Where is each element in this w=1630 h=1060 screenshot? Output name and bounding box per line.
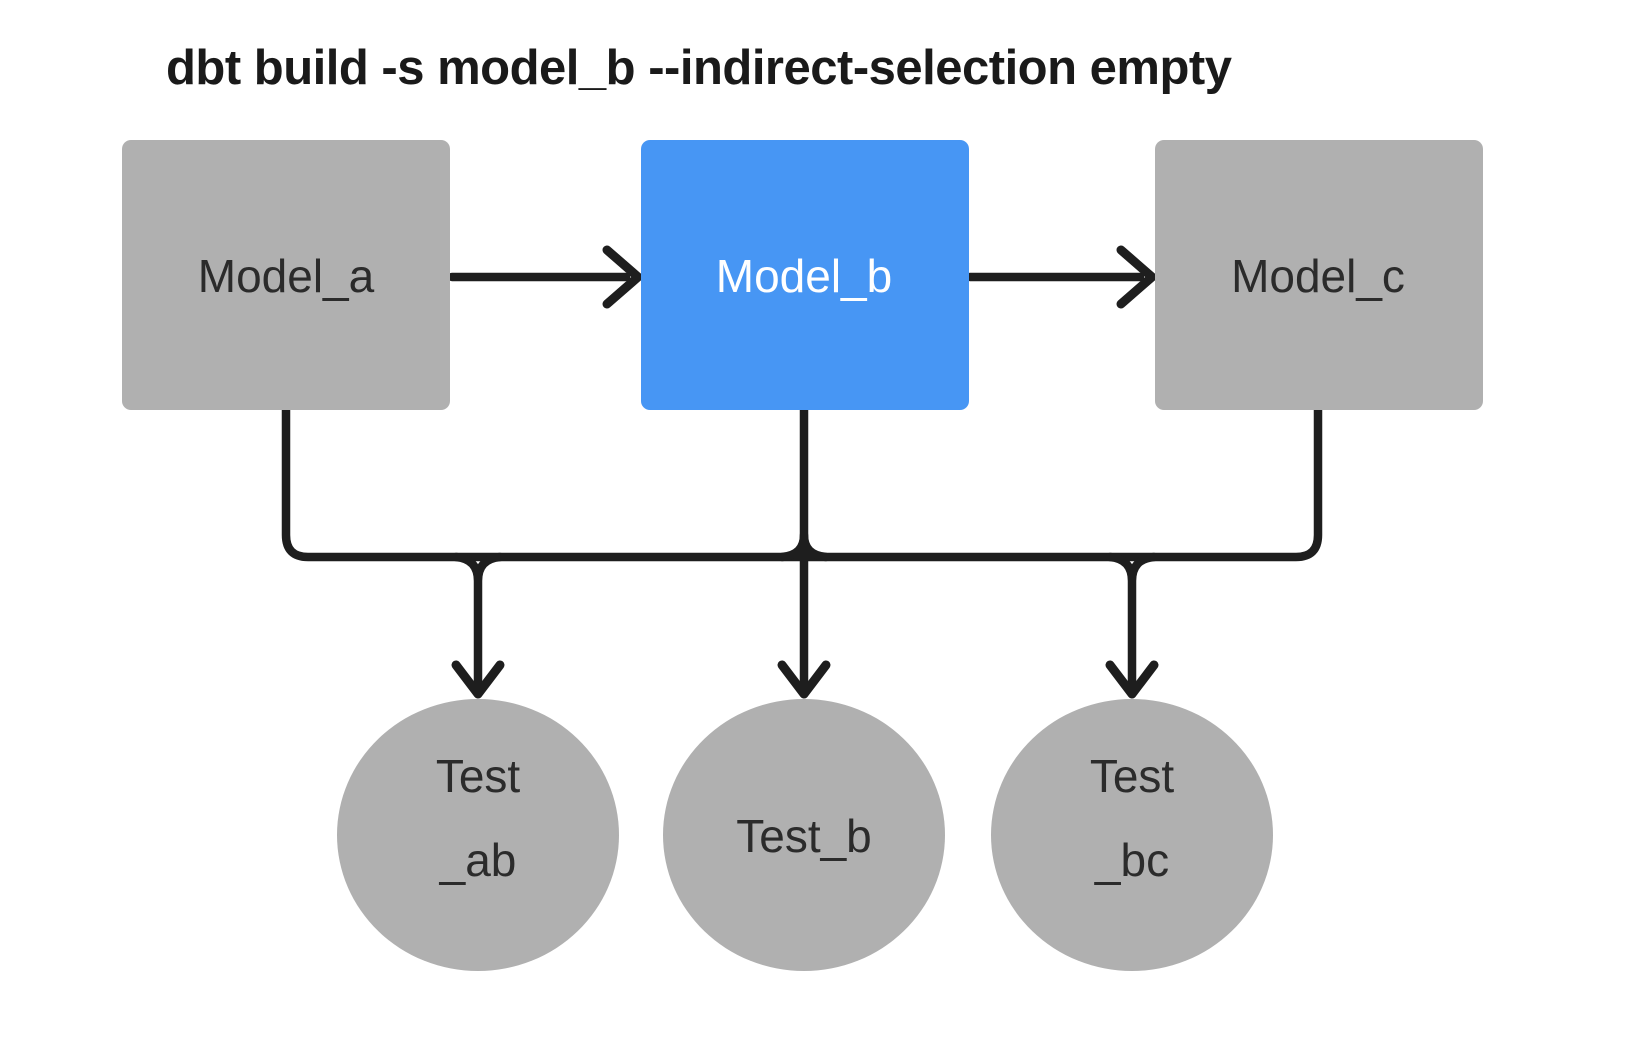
node-test-bc-label-line1: Test [1090,750,1175,802]
node-test-b-circle [663,699,945,971]
edge-rail-junction-model-b [777,530,831,562]
node-model-c: Model_c [1155,140,1483,410]
node-test-ab-label-line1: Test [436,750,521,802]
node-model-b-label: Model_b [716,250,892,302]
node-test-bc: Test _bc [991,699,1273,971]
node-test-ab-circle [337,699,619,971]
node-model-a: Model_a [122,140,450,410]
arrowhead-test-b-icon [777,660,831,699]
arrowhead-model-b-to-model-c-icon [1116,245,1157,309]
node-model-c-box [1155,140,1483,410]
diagram-title: dbt build -s model_b --indirect-selectio… [166,41,1232,95]
node-test-ab: Test _ab [337,699,619,971]
node-model-a-box [122,140,450,410]
node-model-a-label: Model_a [198,250,375,302]
arrowhead-model-a-to-model-b-icon [602,245,643,309]
edge-rail-to-test-ab [451,552,505,696]
node-test-b: Test_b [663,699,945,971]
node-test-bc-label-line2: _bc [1094,834,1169,886]
arrowhead-test-bc-icon [1105,660,1159,699]
node-test-b-label: Test_b [736,810,872,862]
node-model-c-label: Model_c [1231,250,1405,302]
arrowhead-test-ab-icon [451,660,505,699]
edge-rail-to-test-bc [1105,552,1159,696]
node-model-b: Model_b [641,140,969,410]
node-test-ab-label-line2: _ab [439,834,517,886]
node-model-b-box [641,140,969,410]
node-test-bc-circle [991,699,1273,971]
